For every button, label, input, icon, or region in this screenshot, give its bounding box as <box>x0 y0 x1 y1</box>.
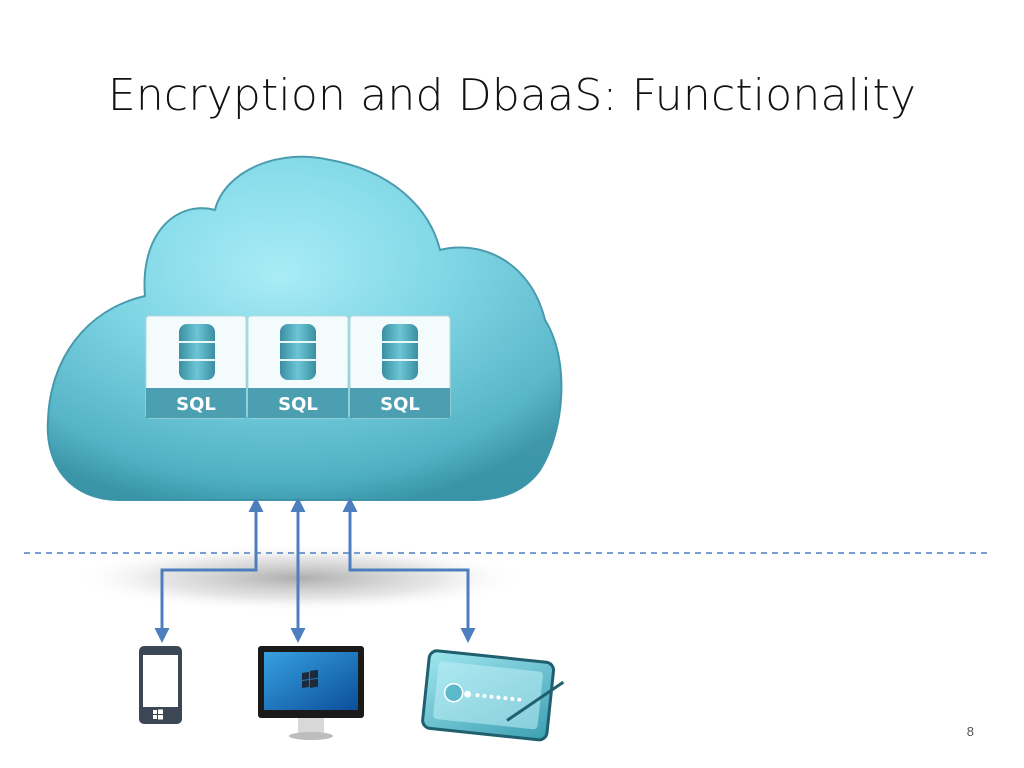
desktop-monitor-icon <box>258 646 364 740</box>
database-server-2: SQL <box>247 315 349 419</box>
database-icon <box>280 324 316 380</box>
page-number: 8 <box>966 724 974 739</box>
slide-title: Encryption and DbaaS: Functionality <box>107 70 917 121</box>
tablet-icon <box>421 649 565 742</box>
database-icon <box>179 324 215 380</box>
connector-arrow-phone <box>154 497 264 643</box>
database-icon <box>382 324 418 380</box>
smartphone-icon <box>139 646 182 724</box>
database-server-3: SQL <box>349 315 451 419</box>
database-label: SQL <box>380 394 420 415</box>
database-server-1: SQL <box>145 315 247 419</box>
database-label: SQL <box>176 394 216 415</box>
connector-arrow-tablet <box>342 497 476 643</box>
database-label: SQL <box>278 394 318 415</box>
